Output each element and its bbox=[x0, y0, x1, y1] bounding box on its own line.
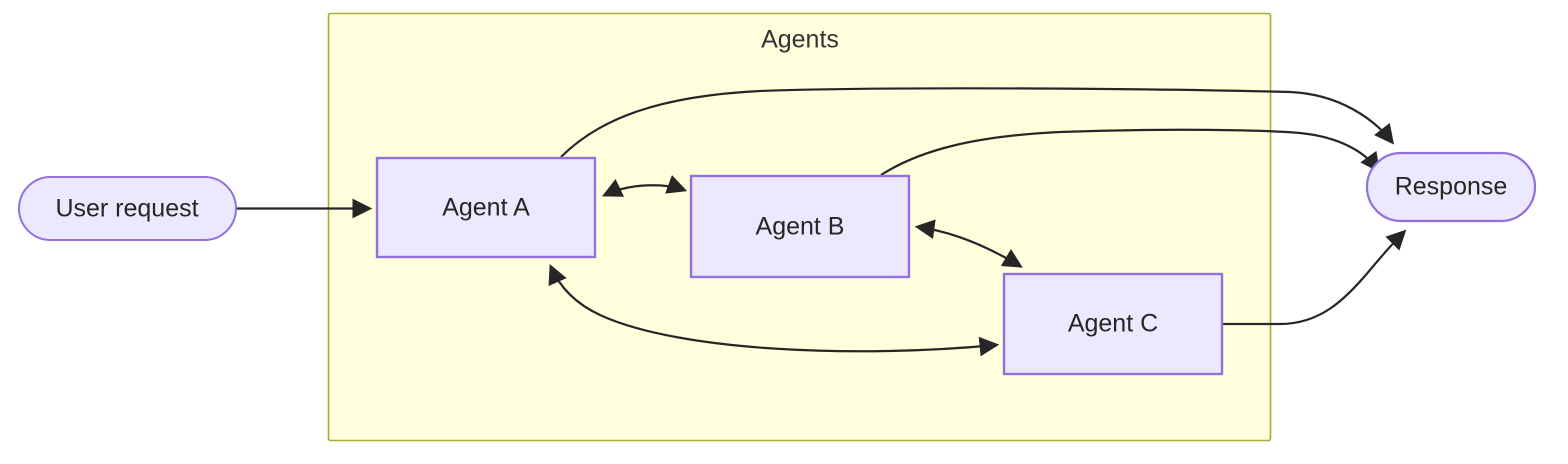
edge-agent-c-to-response bbox=[1223, 229, 1407, 326]
agent-c-shape[interactable] bbox=[1002, 272, 1224, 376]
edge-agent-c-to-agent-a bbox=[548, 263, 1000, 357]
edge-agent-a-to-response bbox=[560, 87, 1395, 158]
node-agent-b[interactable]: Agent B bbox=[689, 174, 911, 279]
agent-a-shape[interactable] bbox=[375, 156, 597, 259]
edges-layer bbox=[237, 87, 1407, 357]
agents-cluster-label: Agents bbox=[761, 26, 839, 54]
user-request-shape[interactable] bbox=[18, 176, 237, 241]
node-agent-c[interactable]: Agent C bbox=[1002, 272, 1224, 376]
agent-b-label: Agent B bbox=[756, 213, 845, 241]
node-user-request[interactable]: User request bbox=[18, 176, 237, 241]
response-shape[interactable] bbox=[1365, 151, 1537, 223]
agent-a-label: Agent A bbox=[442, 194, 530, 222]
edge-agent-b-to-response bbox=[880, 128, 1380, 176]
node-agent-a[interactable]: Agent A bbox=[375, 156, 597, 259]
response-label: Response bbox=[1395, 173, 1508, 201]
user-request-label: User request bbox=[55, 195, 198, 223]
edge-agent-b-to-agent-c bbox=[914, 219, 1023, 268]
agent-c-label: Agent C bbox=[1068, 310, 1158, 338]
edge-agent-a-to-agent-b bbox=[602, 175, 688, 197]
node-response[interactable]: Response bbox=[1365, 151, 1537, 223]
agent-b-shape[interactable] bbox=[689, 174, 911, 279]
